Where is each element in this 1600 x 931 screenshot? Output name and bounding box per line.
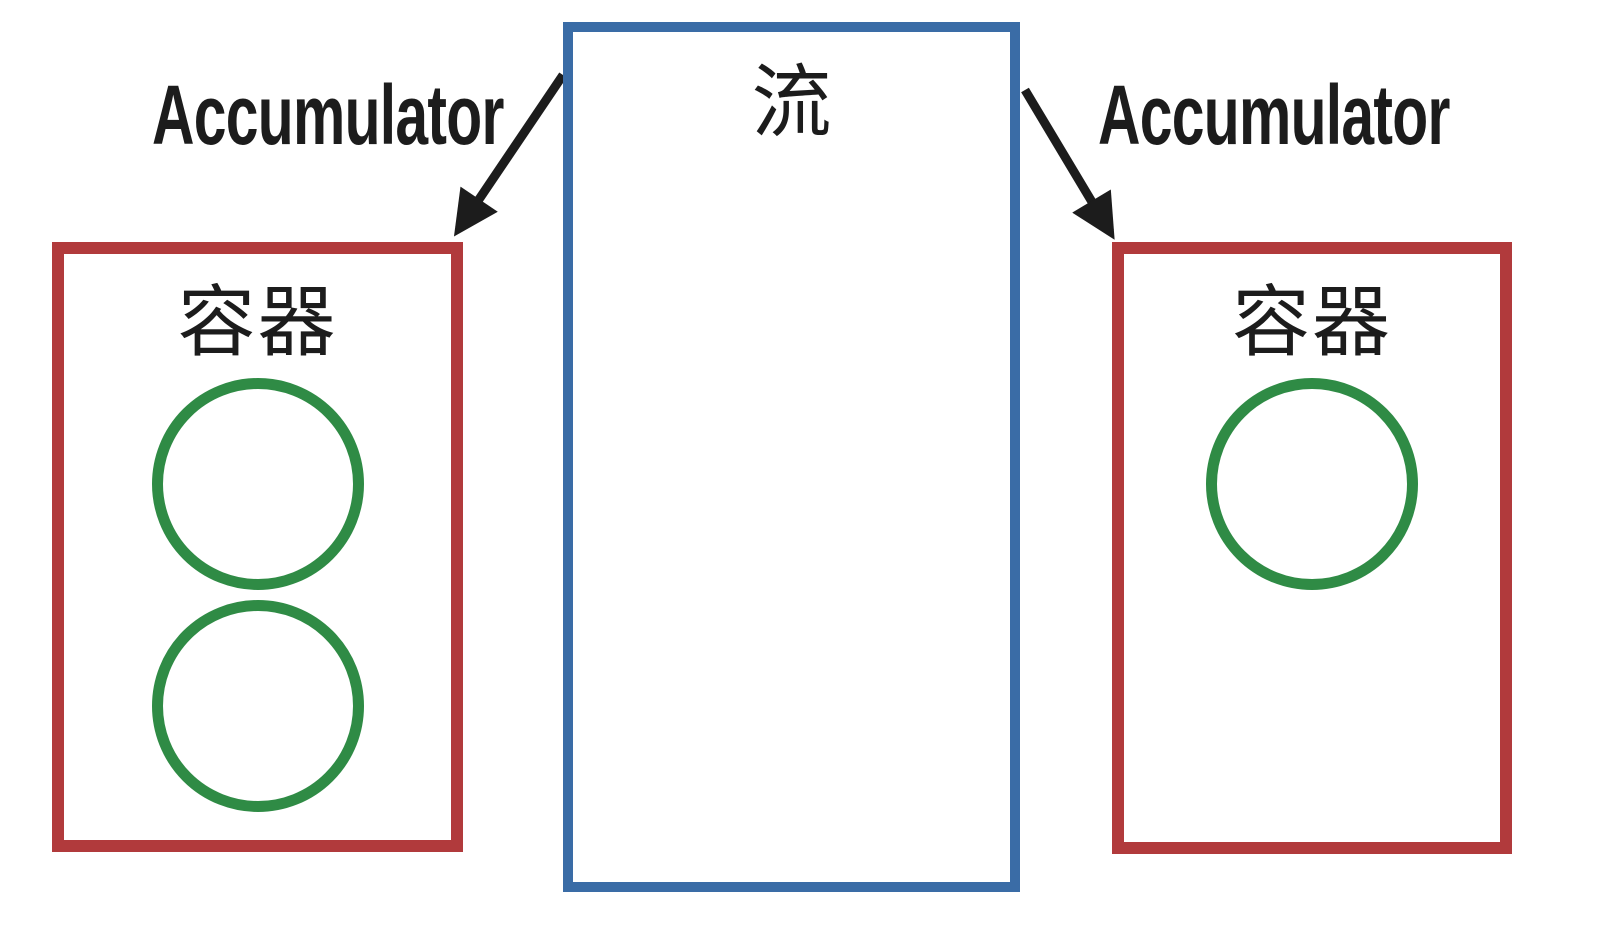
container-label-right: 容器 — [1231, 279, 1392, 366]
container-box-right: 容器 — [1112, 242, 1512, 854]
record-circles-left — [151, 378, 364, 812]
accumulator-label-left: Accumulator — [152, 68, 504, 162]
container-box-left: 容器 — [52, 242, 463, 852]
record-circles-right — [1206, 378, 1418, 590]
record-circle — [151, 600, 364, 812]
container-label-left: 容器 — [177, 279, 338, 366]
stream-label: 流 — [751, 60, 832, 148]
record-circle — [1206, 378, 1418, 590]
accumulator-label-right: Accumulator — [1098, 68, 1450, 162]
record-circle — [151, 378, 364, 590]
stream-box: 流 — [563, 22, 1020, 892]
